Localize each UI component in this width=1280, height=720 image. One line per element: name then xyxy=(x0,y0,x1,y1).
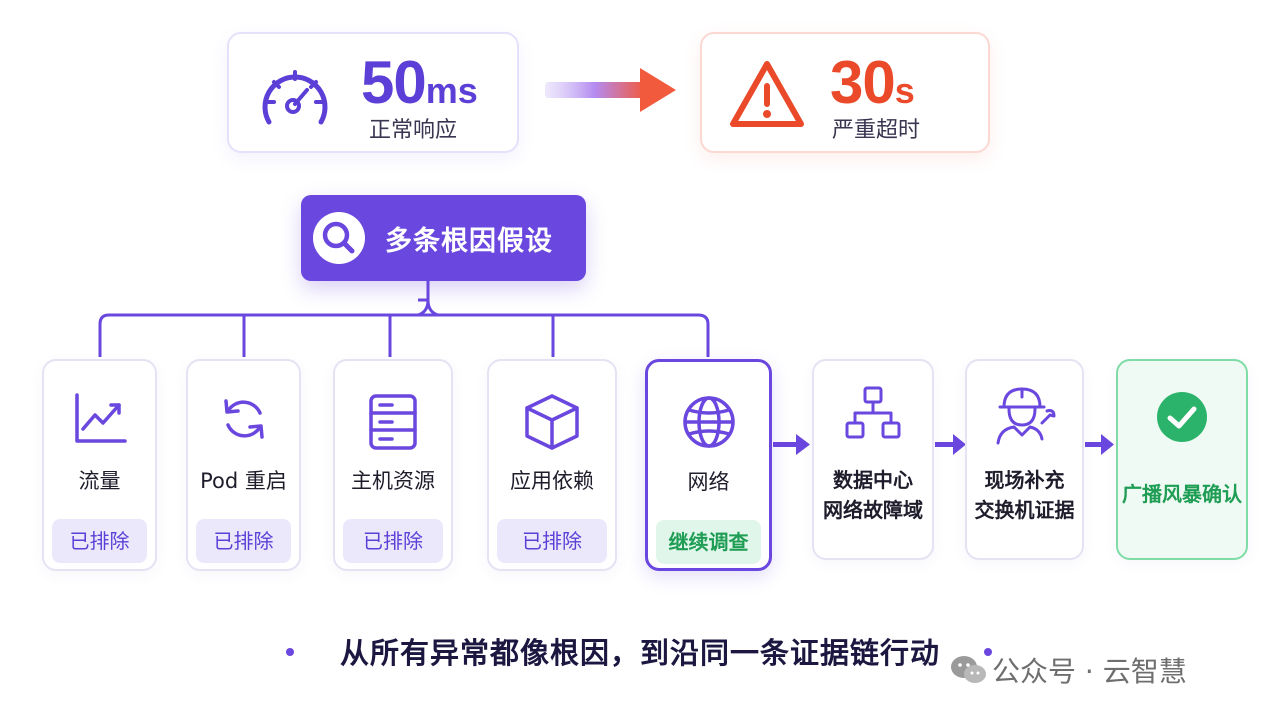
candidate-title: Pod 重启 xyxy=(200,469,287,493)
step-switch-evidence: 现场补充 交换机证据 xyxy=(965,359,1084,560)
candidate-card-app-dependency: 应用依赖 已排除 xyxy=(487,359,617,571)
network-topology-icon xyxy=(843,385,903,445)
hypotheses-label: 多条根因假设 xyxy=(385,226,553,257)
candidate-card-network: 网络 继续调查 xyxy=(645,359,772,571)
flow-arrows xyxy=(773,434,1114,455)
step-title: 广播风暴确认 xyxy=(1122,482,1242,506)
speedometer-icon xyxy=(259,62,331,132)
candidate-title: 流量 xyxy=(78,469,121,493)
root-cause-hypotheses-node: 多条根因假设 xyxy=(301,195,586,281)
engineer-icon xyxy=(992,383,1058,449)
status-badge: 已排除 xyxy=(497,519,607,563)
candidate-title: 网络 xyxy=(687,470,730,494)
watermark: 公众号 · 云智慧 xyxy=(950,650,1250,690)
normal-latency-value: 50ms xyxy=(361,49,478,116)
slogan-decor-lines xyxy=(125,648,1150,656)
watermark-text: 公众号 · 云智慧 xyxy=(992,655,1187,688)
candidate-card-traffic: 流量 已排除 xyxy=(42,359,157,571)
status-badge: 已排除 xyxy=(52,519,147,563)
status-badge: 已排除 xyxy=(343,519,443,563)
candidate-title: 主机资源 xyxy=(351,469,435,493)
normal-latency-caption: 正常响应 xyxy=(369,118,458,143)
cube-icon xyxy=(524,393,580,455)
step-title-line1: 现场补充 xyxy=(984,468,1065,492)
step-title-line2: 交换机证据 xyxy=(974,498,1075,522)
step-broadcast-storm-confirmed: 广播风暴确认 xyxy=(1116,359,1248,560)
timeout-latency-card: 30s 严重超时 xyxy=(700,32,990,153)
timeout-latency-value: 30s xyxy=(830,49,915,116)
normal-latency-card: 50ms 正常响应 xyxy=(227,32,519,153)
candidate-card-pod-restart: Pod 重启 已排除 xyxy=(186,359,301,571)
candidate-title: 应用依赖 xyxy=(510,469,594,493)
timeout-latency-caption: 严重超时 xyxy=(832,118,921,143)
globe-icon xyxy=(681,394,737,454)
warning-triangle-icon xyxy=(728,58,806,134)
status-badge: 已排除 xyxy=(196,519,291,563)
wechat-icon xyxy=(950,654,988,690)
hypothesis-tree-lines xyxy=(98,281,710,357)
status-badge: 继续调查 xyxy=(656,520,761,564)
step-title-line1: 数据中心 xyxy=(833,468,913,492)
candidate-card-host-resources: 主机资源 已排除 xyxy=(333,359,453,571)
step-dc-network-fault-domain: 数据中心 网络故障域 xyxy=(812,359,934,560)
search-icon xyxy=(313,212,365,264)
refresh-icon xyxy=(218,393,270,449)
check-circle-icon xyxy=(1156,391,1208,447)
server-icon xyxy=(368,393,418,455)
trend-chart-icon xyxy=(73,393,127,449)
step-title-line2: 网络故障域 xyxy=(823,498,923,522)
summary-slogan: 从所有异常都像根因，到沿同一条证据链行动 xyxy=(339,636,940,670)
transition-arrow xyxy=(545,68,676,112)
